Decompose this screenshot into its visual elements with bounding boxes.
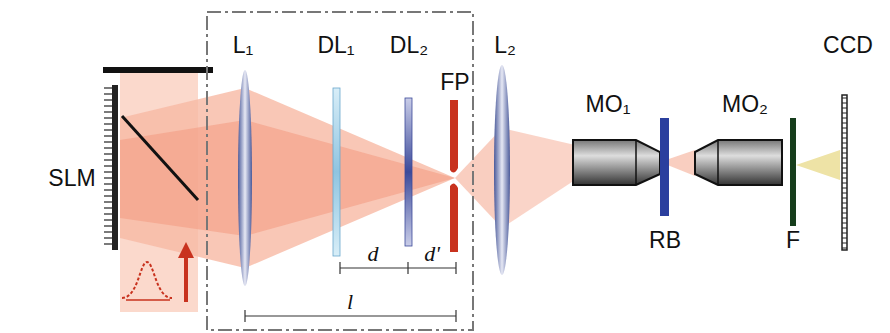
plate-label: RB — [649, 229, 681, 252]
device-label: CCD — [823, 34, 873, 57]
plate-label: DL₁ — [317, 34, 354, 57]
dimension-label: d' — [424, 243, 440, 265]
objective-label: MO₂ — [722, 93, 768, 116]
lens-label: L₁ — [233, 34, 254, 57]
pinhole-label: FP — [440, 71, 469, 94]
device-label: SLM — [48, 167, 95, 190]
objective-label: MO₁ — [586, 93, 631, 116]
lens-label: L₂ — [494, 34, 516, 57]
dimension-label: d — [368, 243, 379, 265]
dimension-label: l — [347, 291, 353, 313]
filter-label: F — [786, 229, 800, 252]
plate-label: DL₂ — [390, 34, 428, 57]
